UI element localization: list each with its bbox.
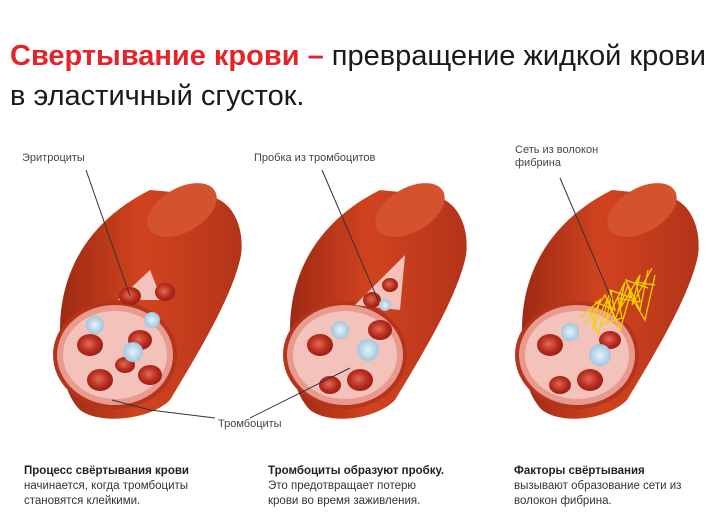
vessel-3-lumen [525,311,629,399]
rbc [87,369,113,391]
leader-platelets [111,399,216,419]
caption-1: Процесс свёртывания крови начинается, ко… [24,464,254,509]
platelet [561,323,579,341]
leader-platelets-2 [249,367,351,419]
vessel-3 [515,183,699,419]
label-platelet-plug: Пробка из тромбоцитов [254,152,376,164]
leader-erythrocytes [85,169,131,297]
vessel-1-cells [77,283,175,391]
rbc [347,369,373,391]
label-erythrocytes: Эритроциты [22,152,85,164]
rbc [368,320,392,340]
vessel-2-cells [307,278,398,394]
caption-2-head: Тромбоциты образуют пробку. [268,465,445,477]
page-title: Свертывание крови – превращение жидкой к… [10,36,720,116]
platelet [144,312,160,328]
rbc [599,331,621,349]
platelet [379,299,391,311]
caption-3: Факторы свёртывания вызывают образование… [514,464,724,509]
platelet [331,321,349,339]
rbc [138,365,162,385]
caption-2-body: Это предотвращает потерю крови во время … [268,480,421,507]
caption-3-head: Факторы свёртывания [514,465,645,477]
rbc [319,376,341,394]
rbc [549,376,571,394]
vessel-2 [283,183,467,419]
vessel-1-top [147,183,217,237]
rbc [537,334,563,356]
label-platelets: Тромбоциты [218,418,282,430]
vessel-3-cells [537,323,621,394]
caption-2: Тромбоциты образуют пробку. Это предотвр… [268,464,498,509]
title-accent: Свертывание крови – [10,40,324,72]
platelet [86,316,104,334]
rbc [382,278,398,292]
caption-3-body: вызывают образование сети из волокон фиб… [514,480,682,507]
title-rest: превращение жидкой крови в эластичный сг… [10,40,706,112]
vessel-2-top [375,183,445,237]
vessel-3-top [607,183,677,237]
leader-lines [85,169,613,419]
platelet [589,344,611,366]
caption-1-head: Процесс свёртывания крови [24,465,189,477]
rbc [307,334,333,356]
platelet [123,342,143,362]
leader-fibrin [559,177,613,301]
rbc [77,334,103,356]
rbc [155,283,175,301]
rbc [363,292,381,308]
leader-platelet-plug [321,169,379,301]
platelet [357,339,379,361]
vessel-1 [53,183,242,419]
label-fibrin-net: Сеть из волокон фибрина [515,144,599,169]
fibrin-net [579,267,656,338]
caption-1-body: начинается, когда тромбоциты становятся … [24,480,189,507]
rbc [577,369,603,391]
